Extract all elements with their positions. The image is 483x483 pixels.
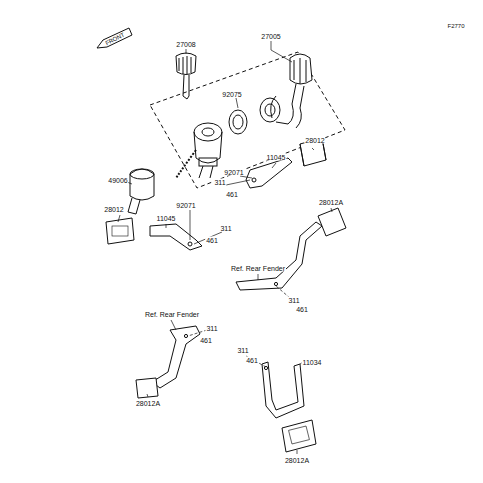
dust-cover	[128, 169, 154, 214]
callout-number: 311	[213, 179, 226, 186]
group-outline	[150, 52, 345, 188]
callout-number: 28012	[103, 206, 124, 213]
seal-ring	[229, 110, 247, 134]
callout-number: 461	[245, 357, 259, 364]
callout-number: 311	[205, 325, 218, 332]
callout-number: 11045	[266, 154, 287, 161]
callout-number: 461	[225, 191, 239, 198]
callout-number: 92075	[221, 91, 242, 98]
callout-number: 27005	[260, 33, 281, 40]
callout-number: 461	[199, 337, 213, 344]
callout-number: 11045	[156, 215, 177, 222]
reflector-bracket	[136, 326, 200, 398]
callout-number: 11034	[302, 359, 323, 366]
leader-lines	[118, 41, 332, 454]
callout-number: 28012A	[284, 457, 310, 464]
callout-number: 461	[205, 237, 219, 244]
callout-number: 28012A	[318, 199, 344, 206]
callout-number: 311	[236, 347, 249, 354]
switch-cap	[260, 54, 312, 128]
callout-number: 92071	[175, 202, 196, 209]
figure-code: F2770	[446, 23, 465, 29]
key	[176, 53, 196, 99]
front-arrow	[97, 28, 132, 48]
callout-number: 28012	[304, 137, 325, 144]
callout-number: 92071	[223, 169, 244, 176]
callout-number: 461	[295, 306, 309, 313]
reflector-bracket	[106, 218, 202, 250]
reflector-bracket	[246, 138, 326, 188]
callout-number: 311	[219, 225, 232, 232]
callout-number: Ref. Rear Fender	[144, 311, 200, 318]
callout-number: Ref. Rear Fender	[230, 265, 286, 272]
reflector-bracket	[236, 208, 346, 290]
callout-number: 28012A	[135, 400, 161, 407]
reflector-bracket	[262, 362, 316, 452]
callout-number: 27008	[175, 41, 196, 48]
ignition-switch	[176, 123, 222, 178]
callout-number: 49006	[107, 177, 128, 184]
callout-number: 311	[287, 297, 300, 304]
